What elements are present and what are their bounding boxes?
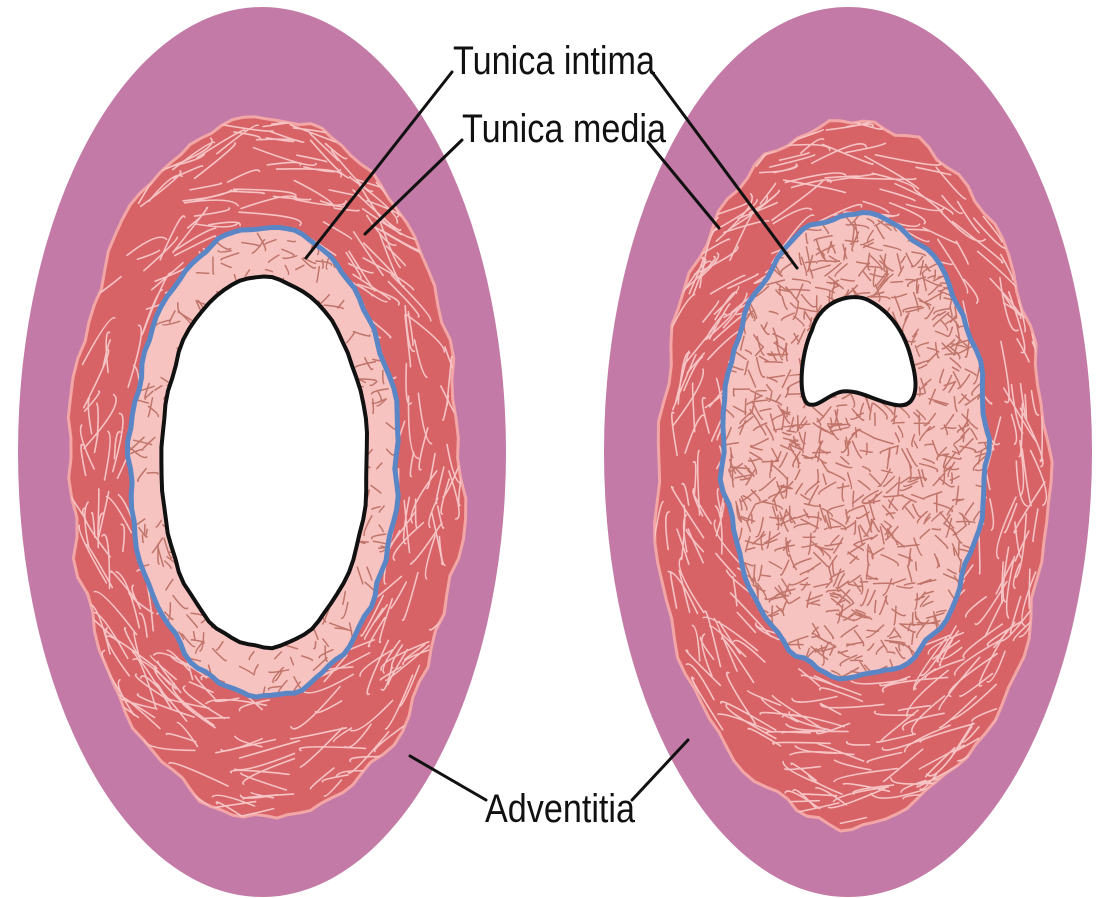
intima-fiber <box>951 473 952 483</box>
intima-fiber <box>734 389 735 396</box>
occluded-artery <box>604 7 1092 897</box>
intima-fiber <box>856 428 857 438</box>
intima-fiber <box>813 452 831 453</box>
tunica-intima-label: Tunica intima <box>453 39 656 83</box>
intima-fiber <box>916 562 917 570</box>
intima-fiber <box>373 399 374 413</box>
intima-fiber <box>818 470 819 482</box>
tunica-media-label: Tunica media <box>462 107 667 151</box>
intima-fiber <box>197 273 209 274</box>
intima-fiber <box>932 529 940 530</box>
intima-fiber <box>787 394 803 395</box>
intima-fiber <box>213 257 214 274</box>
intima-fiber <box>769 355 780 356</box>
intima-fiber <box>765 362 782 363</box>
intima-fiber <box>847 644 854 645</box>
intima-fiber <box>322 260 323 268</box>
intima-fiber <box>144 524 145 533</box>
smooth-muscle-fiber <box>98 489 99 535</box>
intima-fiber <box>853 491 854 507</box>
intima-fiber <box>891 282 903 283</box>
intima-fiber <box>866 443 867 454</box>
intima-fiber <box>762 461 777 462</box>
intima-fiber <box>919 387 920 396</box>
intima-fiber <box>778 515 779 529</box>
left-lumen <box>161 277 367 649</box>
adventitia-label: Adventitia <box>485 787 636 831</box>
intima-fiber <box>800 584 809 585</box>
normal-artery <box>18 7 506 897</box>
intima-fiber <box>894 423 904 424</box>
intima-fiber <box>918 267 926 268</box>
